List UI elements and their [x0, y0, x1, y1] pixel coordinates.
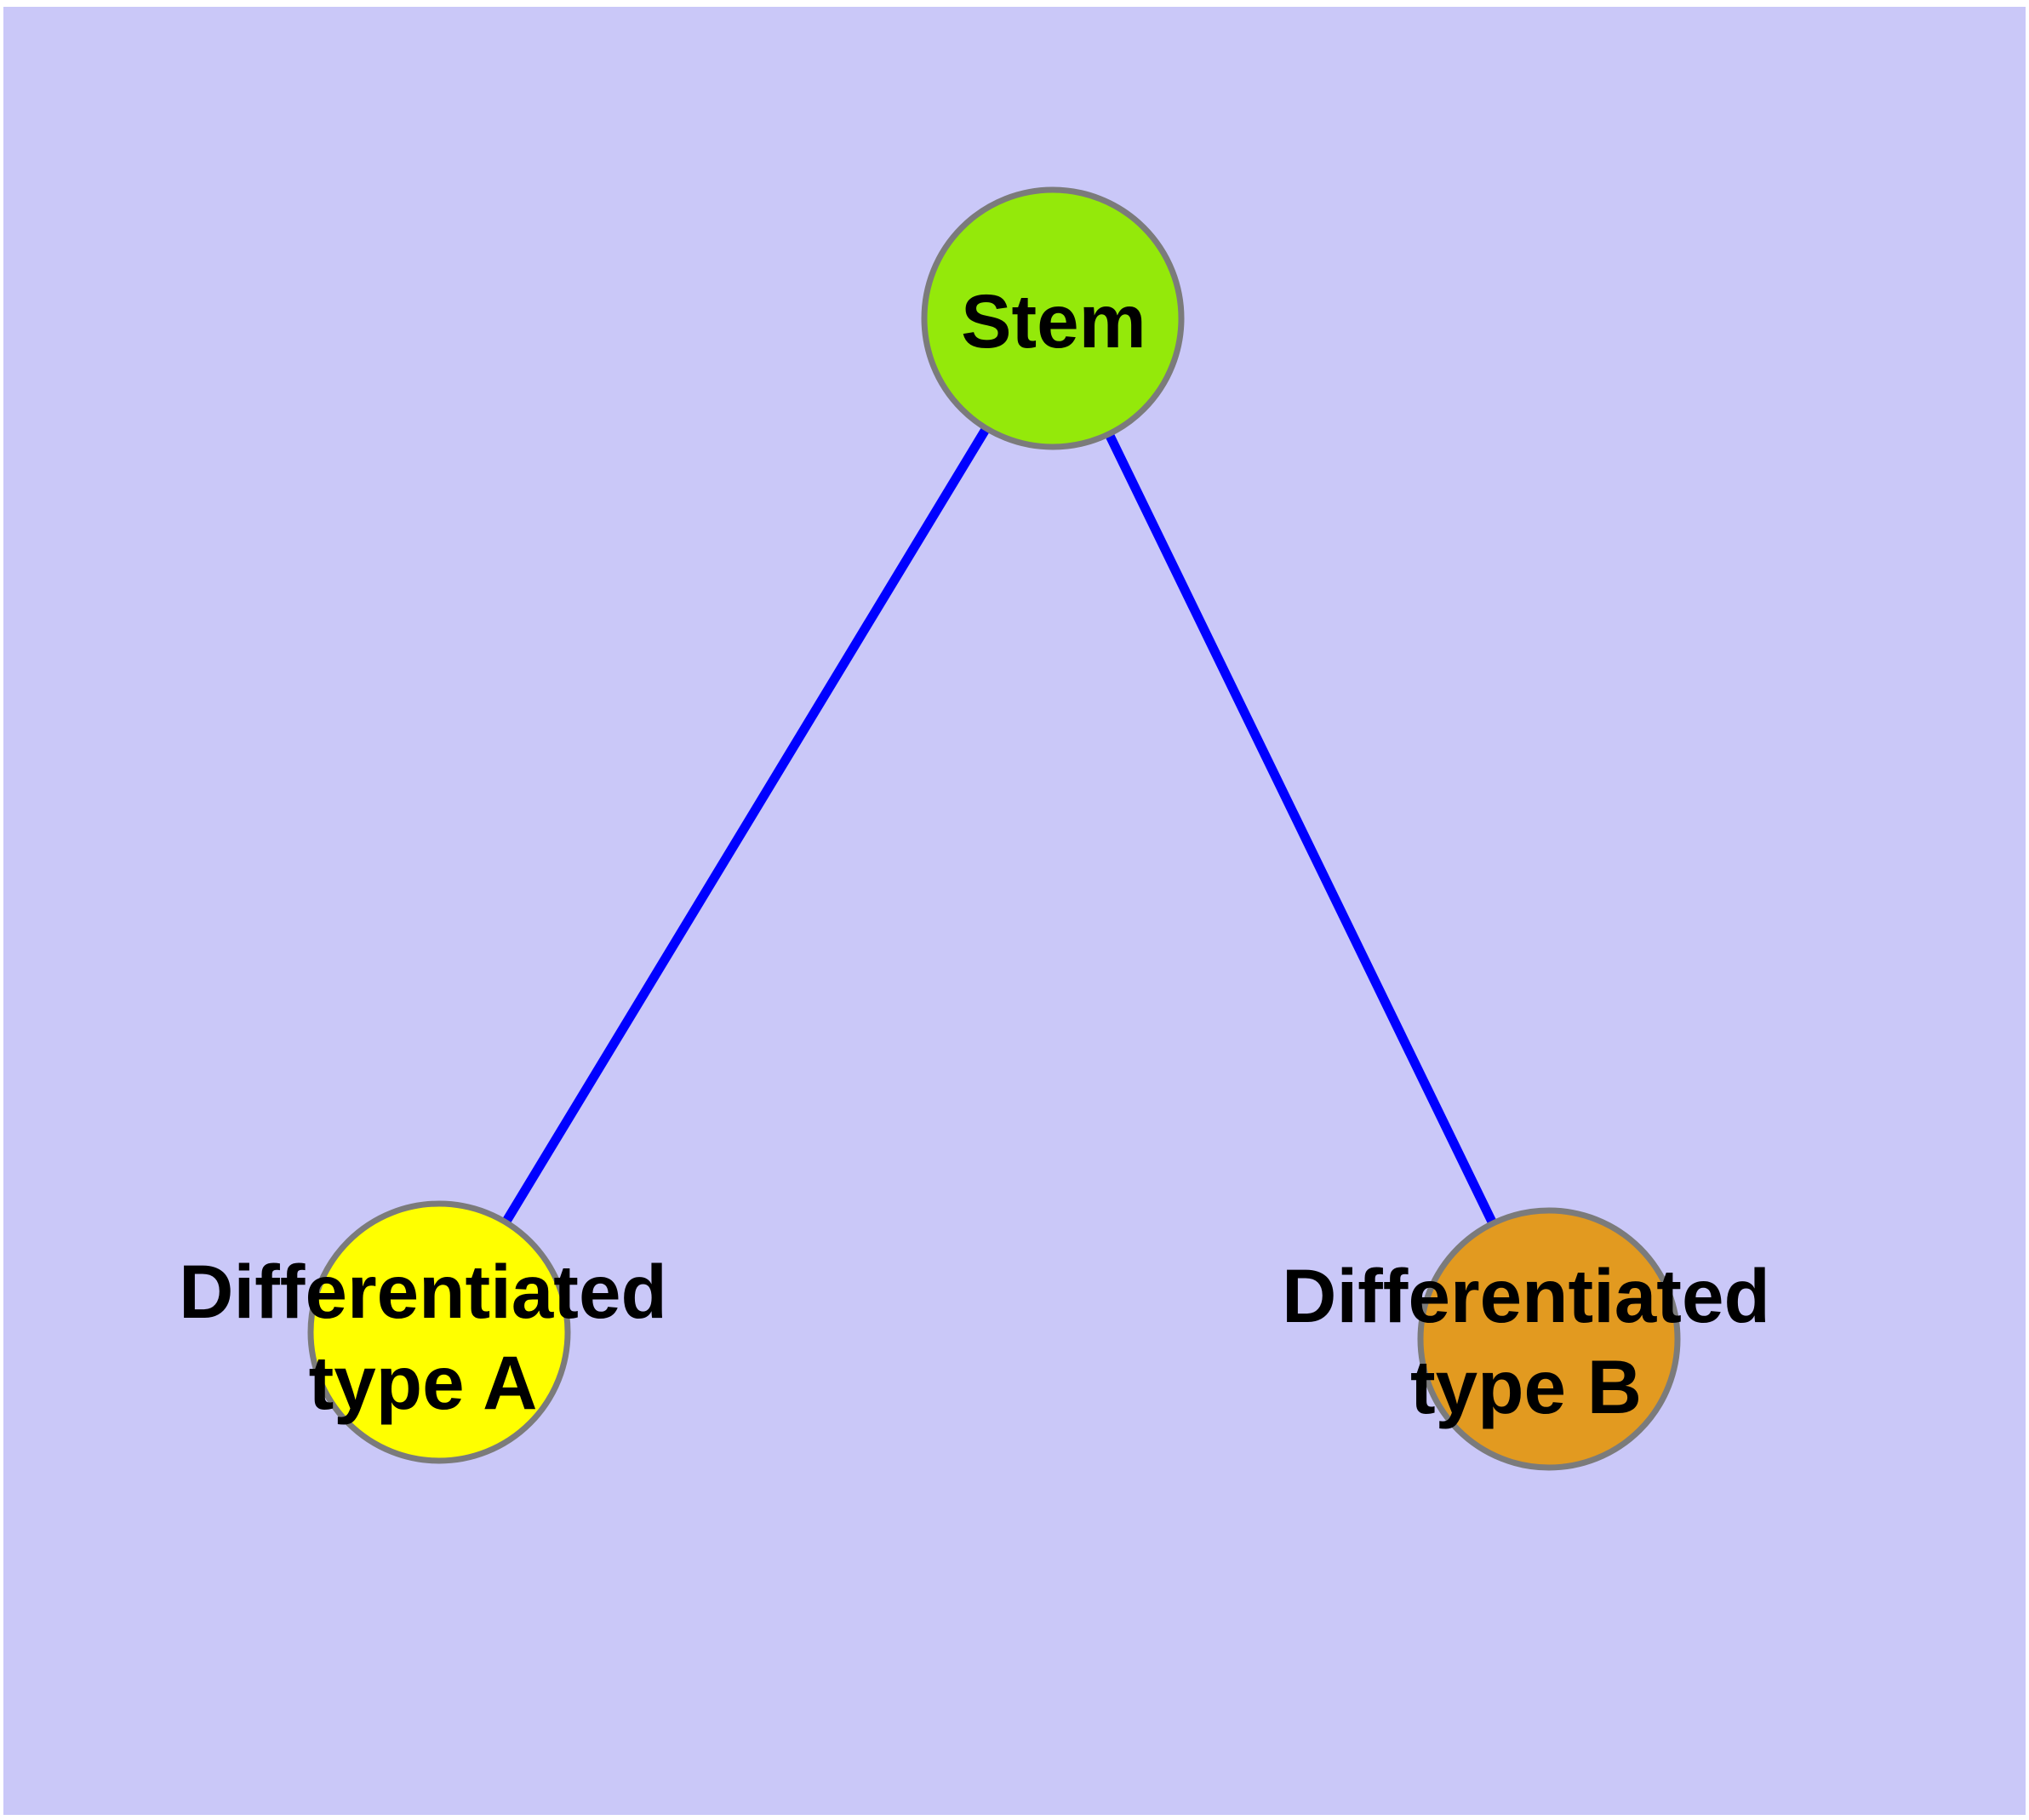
node-stem: Stem [921, 186, 1185, 450]
edge-stem-to-type-b [1049, 316, 1553, 1342]
node-type-a-circle [307, 1200, 571, 1464]
node-type-b-label-line2: type B [1410, 1344, 1642, 1429]
node-differentiated-type-b: Differentiated type B [1282, 1207, 1770, 1471]
node-stem-circle [921, 186, 1185, 450]
node-stem-label: Stem [961, 278, 1146, 363]
node-differentiated-type-a: Differentiated type A [179, 1200, 667, 1464]
edge-group [435, 316, 1553, 1342]
node-type-b-circle [1417, 1207, 1681, 1471]
node-type-a-label-line1: Differentiated [179, 1249, 667, 1334]
edge-stem-to-type-a [435, 316, 1057, 1335]
node-type-a-label-line2: type A [309, 1340, 538, 1425]
node-type-b-label-line1: Differentiated [1282, 1253, 1770, 1338]
